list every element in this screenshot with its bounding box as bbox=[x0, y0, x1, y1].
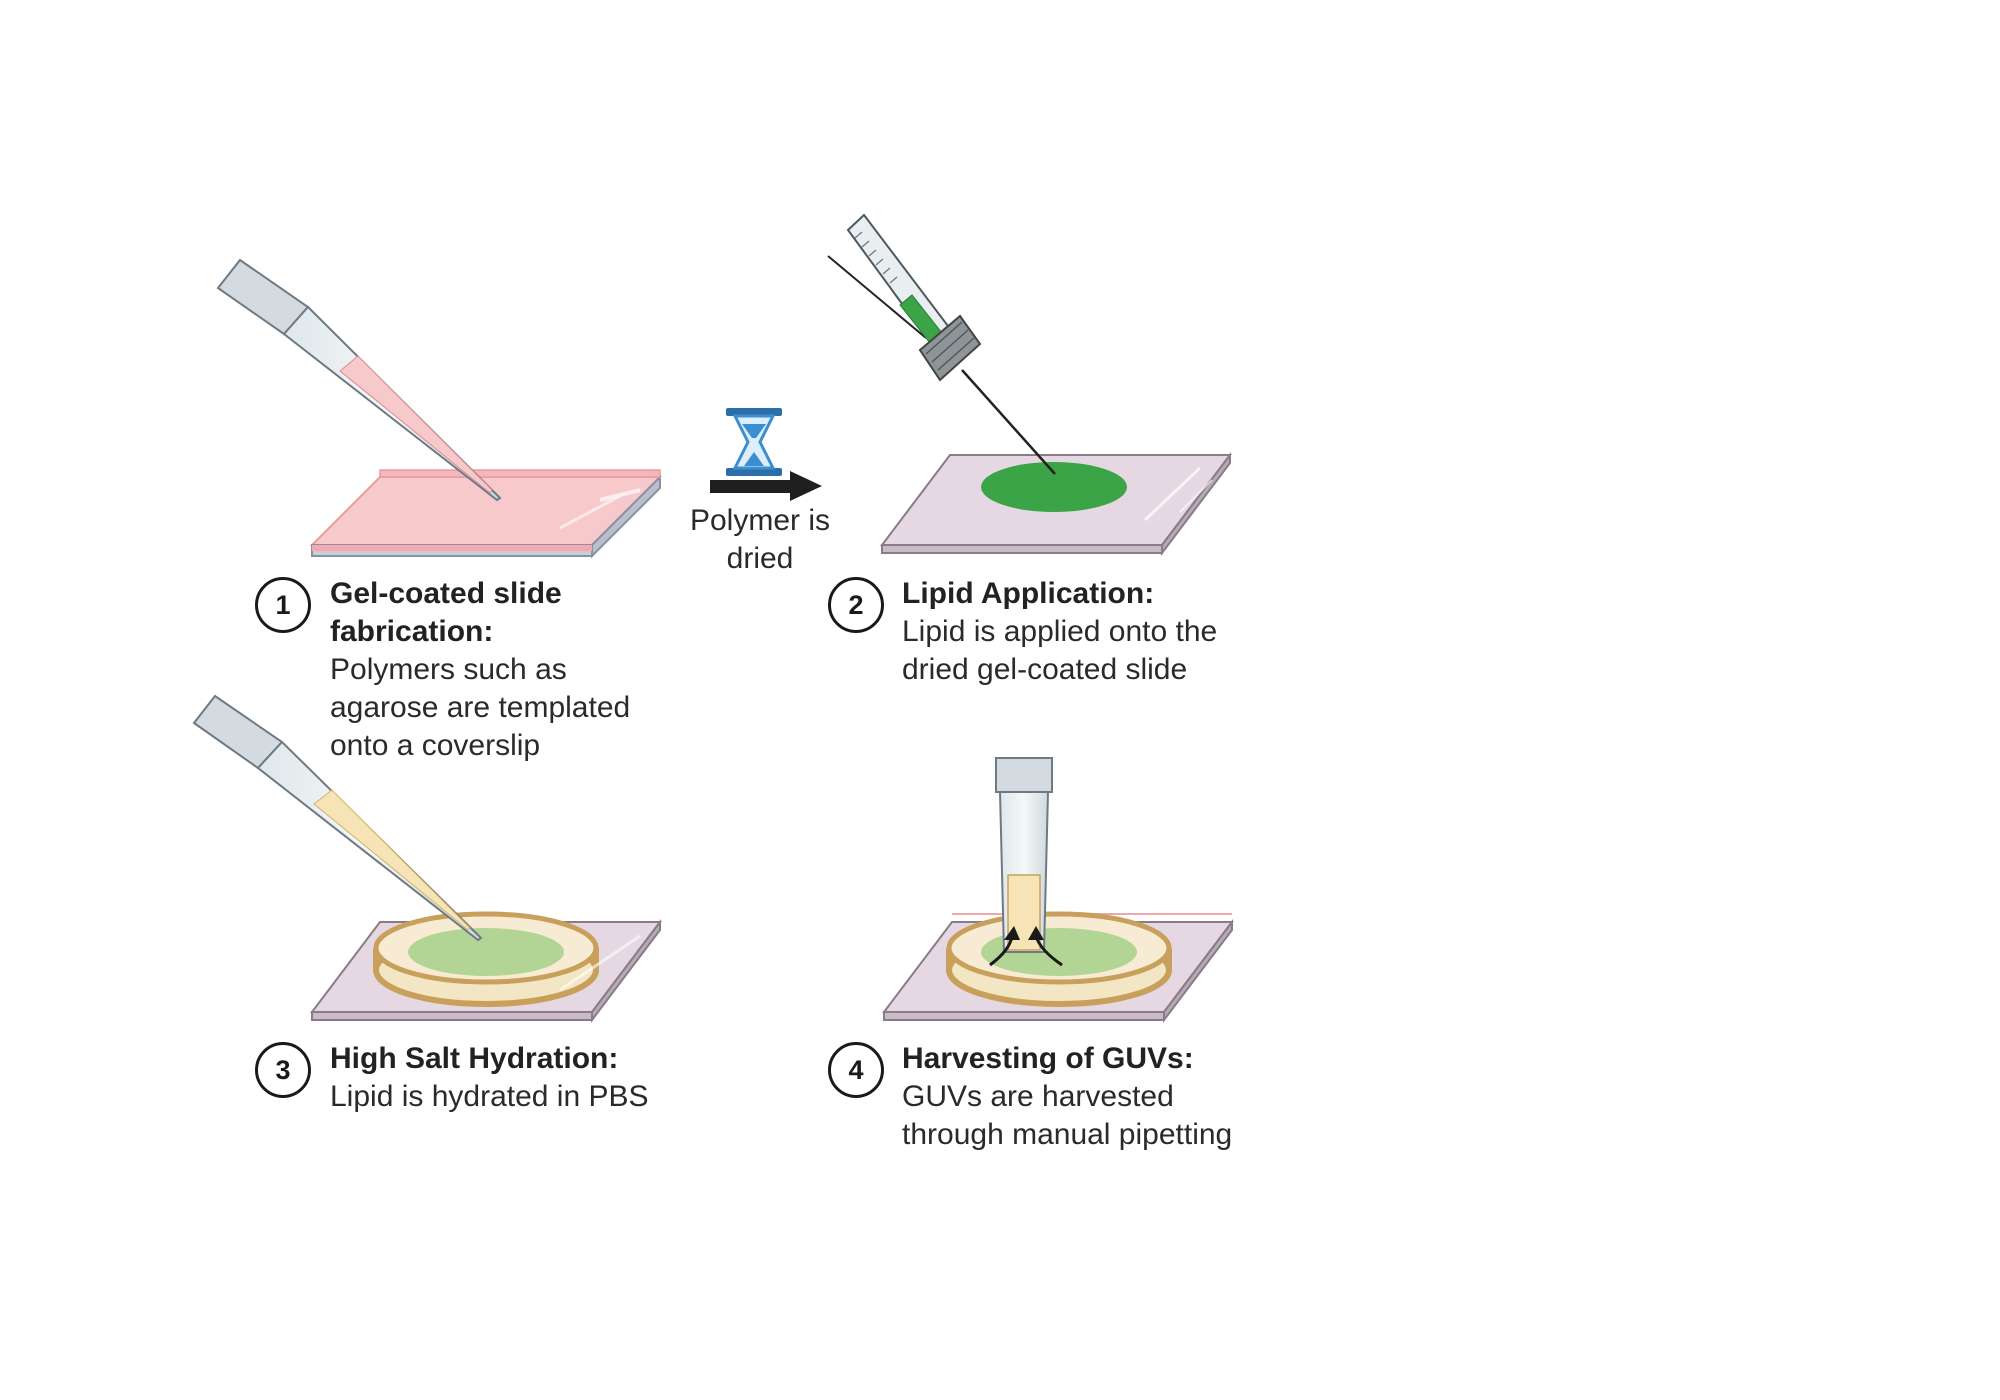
step2-slide bbox=[879, 452, 1233, 556]
transition-label: Polymer is dried bbox=[689, 504, 831, 575]
step-4-caption: Harvesting of GUVs: GUVs are harvested t… bbox=[902, 1040, 1282, 1154]
step-1-caption: Gel-coated slide fabrication: Polymers s… bbox=[330, 575, 660, 765]
step-description: GUVs are harvested through manual pipett… bbox=[902, 1080, 1233, 1151]
step-3-caption: High Salt Hydration: Lipid is hydrated i… bbox=[330, 1040, 710, 1116]
step-number-badge: 1 bbox=[255, 577, 311, 633]
suction-arrowhead bbox=[1028, 926, 1044, 940]
step-number-badge: 3 bbox=[255, 1042, 311, 1098]
hourglass-icon bbox=[726, 408, 782, 476]
step-number-badge: 4 bbox=[828, 1042, 884, 1098]
step-title: High Salt Hydration: bbox=[330, 1042, 619, 1075]
step4-slide bbox=[881, 911, 1235, 1023]
step1-slide bbox=[309, 469, 663, 559]
syringe-icon bbox=[827, 213, 1056, 475]
pipette-icon bbox=[192, 694, 483, 942]
suction-arrowhead bbox=[1004, 926, 1020, 940]
step-title: Gel-coated slide fabrication: bbox=[330, 577, 562, 648]
step-title: Harvesting of GUVs: bbox=[902, 1042, 1194, 1075]
step-number-badge: 2 bbox=[828, 577, 884, 633]
step-description: Polymers such as agarose are templated o… bbox=[330, 653, 631, 762]
arrow-right-icon bbox=[710, 471, 822, 501]
step-description: Lipid is hydrated in PBS bbox=[330, 1080, 649, 1113]
step-description: Lipid is applied onto the dried gel-coat… bbox=[902, 615, 1218, 686]
step-2-caption: Lipid Application: Lipid is applied onto… bbox=[902, 575, 1282, 689]
pipette-icon bbox=[216, 258, 502, 502]
step3-slide bbox=[309, 911, 663, 1023]
pipette-icon bbox=[995, 757, 1053, 953]
step-title: Lipid Application: bbox=[902, 577, 1155, 610]
